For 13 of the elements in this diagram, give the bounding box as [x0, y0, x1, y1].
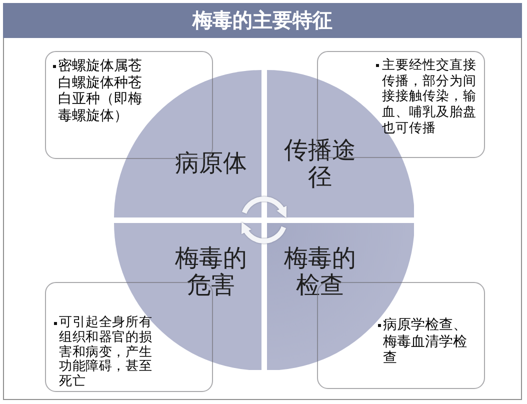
quadrant-label: 梅毒的检查: [283, 244, 357, 298]
curved-arrow: [242, 196, 286, 218]
callout-text: 可引起全身所有组织和器官的损害和病变，产生功能障碍，甚至死亡: [59, 316, 154, 390]
pie-quadrant: [114, 70, 262, 218]
pie-quadrant: [114, 222, 262, 370]
quadrant-label: 病原体: [174, 150, 248, 176]
callout-text: 病原学检查、梅毒血清学检查: [383, 317, 468, 366]
callout-text: 密螺旋体属苍白螺旋体种苍白亚种（即梅毒螺旋体）: [58, 58, 143, 124]
callout-text: 主要经性交直接传播，部分为间接接触传染，输血、哺乳及胎盘也可传播: [382, 58, 478, 137]
curved-arrow: [242, 222, 286, 244]
title: 梅毒的主要特征: [192, 8, 332, 32]
quadrant-label: 梅毒的危害: [174, 244, 248, 298]
quadrant-label: 传播途径: [283, 136, 357, 190]
